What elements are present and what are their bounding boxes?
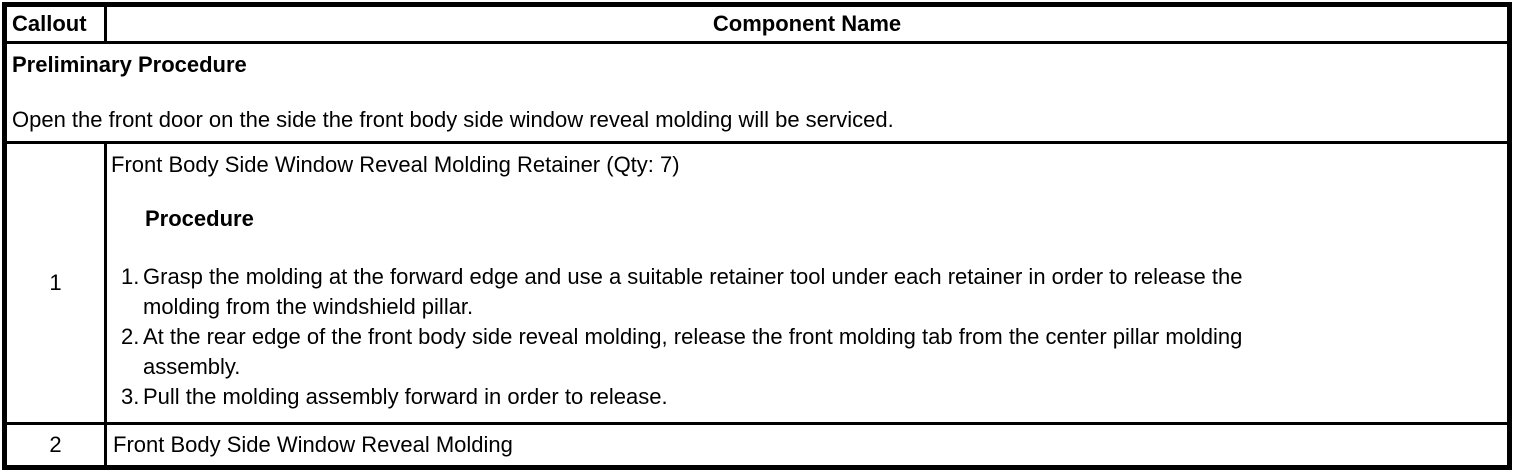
step-number: 3.	[121, 384, 140, 409]
step-text: Grasp the molding at the forward edge an…	[143, 264, 1243, 319]
preliminary-procedure-row: Preliminary Procedure Open the front doo…	[3, 41, 1511, 144]
step-text: Pull the molding assembly forward in ord…	[143, 384, 668, 409]
step-number: 1.	[121, 264, 140, 289]
preliminary-procedure-cell: Preliminary Procedure Open the front doo…	[3, 41, 1511, 144]
table-row-callout-1: 1 Front Body Side Window Reveal Molding …	[3, 141, 1511, 425]
step-number: 2.	[121, 324, 140, 349]
component-cell-1: Front Body Side Window Reveal Molding Re…	[104, 141, 1511, 425]
component-name-text: Front Body Side Window Reveal Molding	[104, 422, 1511, 469]
component-name-text: Front Body Side Window Reveal Molding Re…	[111, 152, 680, 177]
procedure-step-list: 1. Grasp the molding at the forward edge…	[121, 262, 1487, 412]
procedure-step: 2. At the rear edge of the front body si…	[121, 322, 1487, 382]
callout-column-header: Callout	[3, 3, 107, 44]
callout-number-2: 2	[3, 422, 107, 469]
procedure-step: 3. Pull the molding assembly forward in …	[121, 382, 1487, 412]
preliminary-procedure-text: Open the front door on the side the fron…	[12, 107, 894, 132]
procedure-step: 1. Grasp the molding at the forward edge…	[121, 262, 1487, 322]
table-header-row: Callout Component Name	[3, 3, 1511, 44]
callout-number-1: 1	[3, 141, 107, 425]
component-name-column-header: Component Name	[104, 3, 1511, 44]
table-row-callout-2: 2 Front Body Side Window Reveal Molding	[3, 422, 1511, 469]
procedure-heading: Procedure	[145, 206, 254, 231]
step-text: At the rear edge of the front body side …	[143, 324, 1243, 379]
preliminary-procedure-title: Preliminary Procedure	[12, 52, 247, 77]
